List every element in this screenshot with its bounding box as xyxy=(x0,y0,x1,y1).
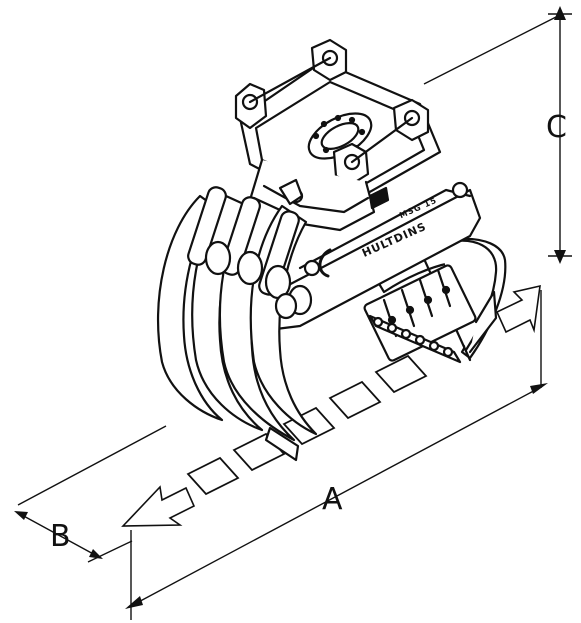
dimension-a-line xyxy=(130,386,542,607)
right-arrow-icon xyxy=(495,284,541,334)
left-arrow-icon xyxy=(121,485,196,527)
front-jaw xyxy=(156,178,469,462)
dimension-b-line xyxy=(19,513,98,557)
footprint-path xyxy=(186,354,428,496)
grapple-illustration xyxy=(156,38,507,462)
dimension-b-label: B xyxy=(50,519,71,554)
motion-arrows xyxy=(121,284,541,527)
dimension-c-label: C xyxy=(546,110,567,145)
rotator-mount xyxy=(234,38,442,232)
dimension-lines xyxy=(17,13,572,620)
dimension-arrowheads xyxy=(14,6,566,609)
dimension-a-label: A xyxy=(322,482,343,517)
